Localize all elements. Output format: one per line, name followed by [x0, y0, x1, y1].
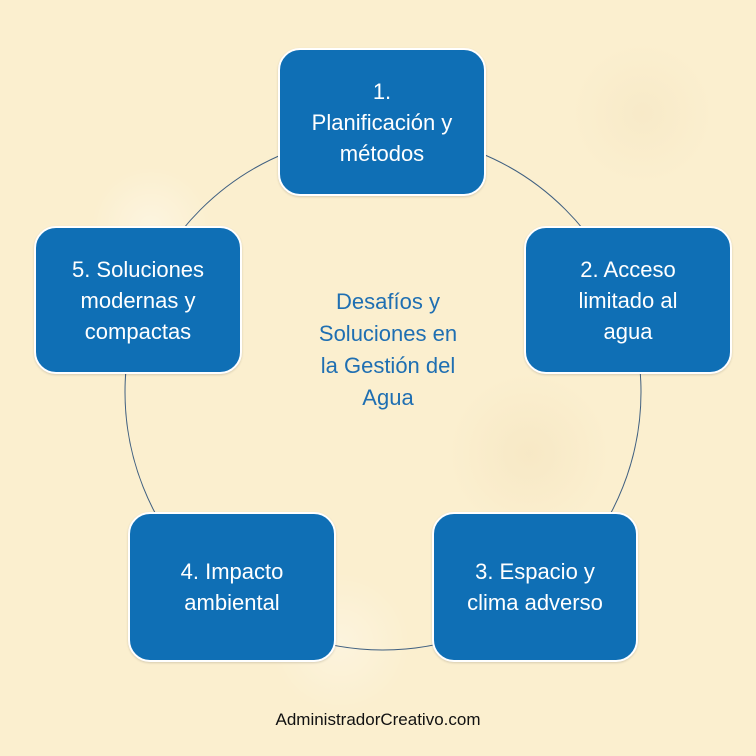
- step-4-node: 4. Impacto ambiental: [128, 512, 336, 662]
- step-1-label: 1. Planificación y métodos: [311, 78, 453, 166]
- step-5-label: 5. Soluciones modernas y compactas: [71, 256, 205, 344]
- diagram-center-title: Desafíos y Soluciones en la Gestión del …: [318, 289, 458, 410]
- footer-credit: AdministradorCreativo.com: [275, 710, 481, 729]
- step-1-node: 1. Planificación y métodos: [278, 48, 486, 196]
- step-5-node: 5. Soluciones modernas y compactas: [34, 226, 242, 374]
- step-3-label: 3. Espacio y clima adverso: [467, 559, 603, 615]
- step-2-node: 2. Acceso limitado al agua: [524, 226, 732, 374]
- step-2-label: 2. Acceso limitado al agua: [578, 256, 678, 344]
- step-3-node: 3. Espacio y clima adverso: [432, 512, 638, 662]
- step-4-label: 4. Impacto ambiental: [180, 559, 284, 615]
